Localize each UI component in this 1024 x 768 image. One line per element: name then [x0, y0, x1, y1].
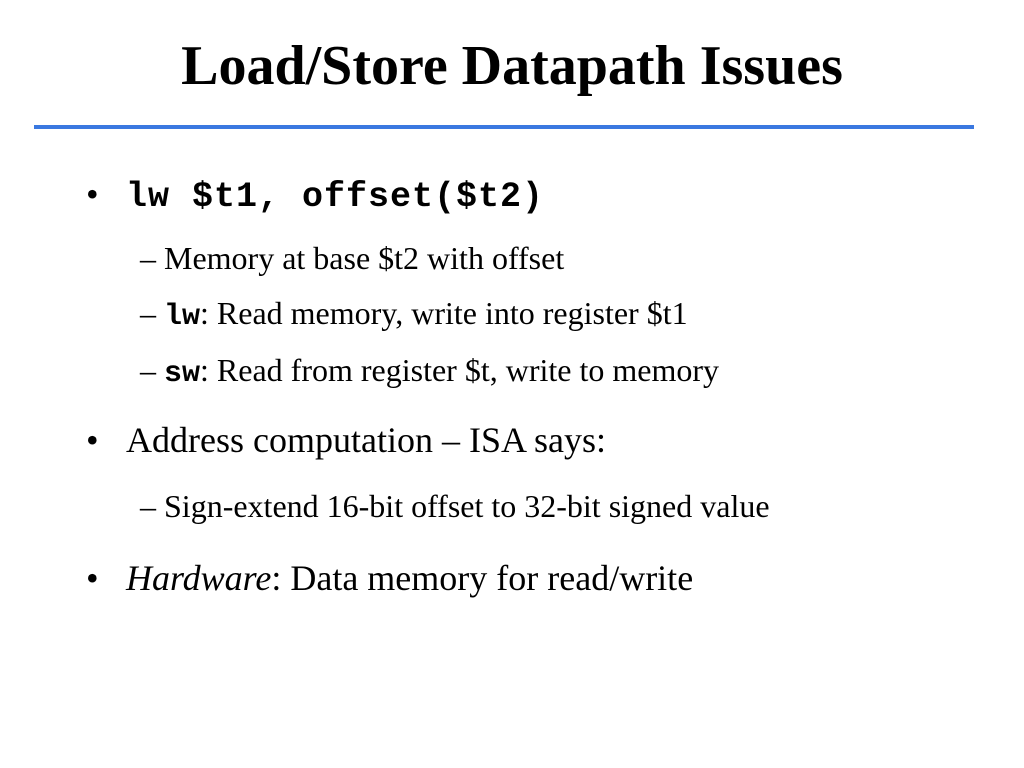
- sub-item-text: : Read memory, write into register $t1: [200, 295, 688, 331]
- sub-item-text: Sign-extend 16-bit offset to 32-bit sign…: [164, 488, 770, 524]
- sub-item-sign-extend: – Sign-extend 16-bit offset to 32-bit si…: [140, 486, 770, 526]
- bullet-lw-instruction: • lw $t1, offset($t2): [86, 172, 544, 219]
- sub-item-code: lw: [164, 300, 201, 334]
- sub-item-text: : Read from register $t, write to memory: [200, 352, 719, 388]
- bullet-mark: •: [86, 420, 99, 460]
- slide-title: Load/Store Datapath Issues: [181, 35, 843, 97]
- dash-mark: –: [140, 240, 156, 276]
- sub-item-memory-base: – Memory at base $t2 with offset: [140, 238, 564, 278]
- dash-mark: –: [140, 295, 156, 331]
- dash-mark: –: [140, 488, 156, 524]
- sub-item-code: sw: [164, 357, 201, 391]
- bullet-hardware: • Hardware: Data memory for read/write: [86, 556, 693, 600]
- sub-item-sw: – sw: Read from register $t, write to me…: [140, 350, 719, 394]
- bullet-text: : Data memory for read/write: [271, 558, 694, 598]
- sub-item-lw: – lw: Read memory, write into register $…: [140, 293, 688, 337]
- bullet-mark: •: [86, 174, 99, 214]
- bullet-address-computation: • Address computation – ISA says:: [86, 418, 606, 462]
- bullet-emphasis: Hardware: [126, 558, 272, 598]
- bullet-text: Address computation – ISA says:: [126, 420, 606, 460]
- sub-item-text: Memory at base $t2 with offset: [164, 240, 565, 276]
- bullet-code: lw $t1, offset($t2): [126, 177, 545, 217]
- title-underline: [34, 125, 974, 129]
- bullet-mark: •: [86, 558, 99, 598]
- dash-mark: –: [140, 352, 156, 388]
